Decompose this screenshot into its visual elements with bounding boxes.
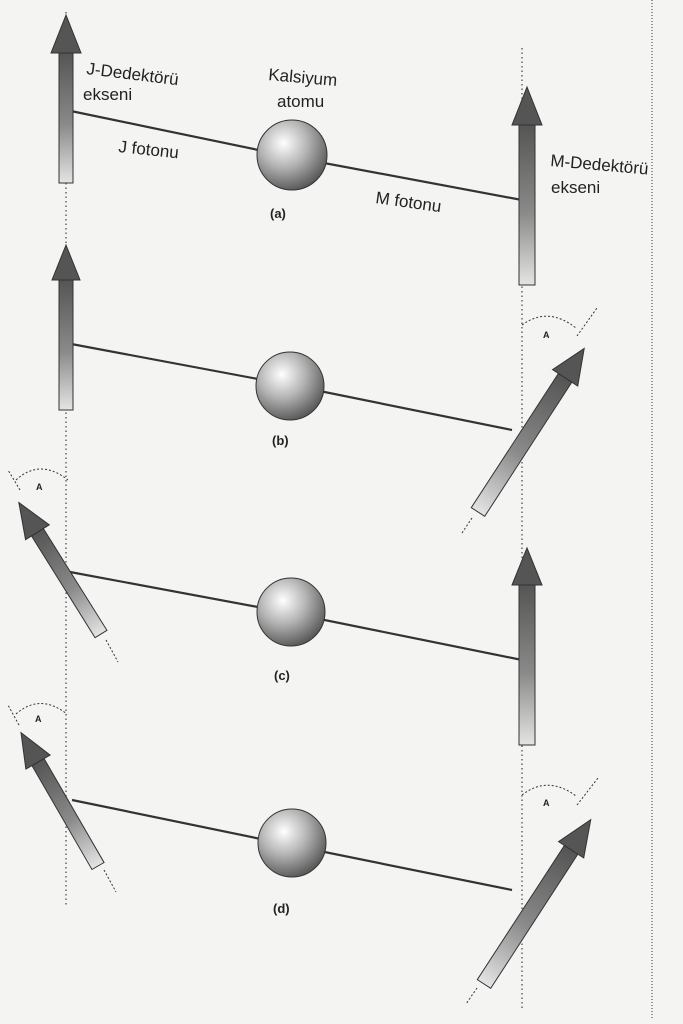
angle-arc <box>15 468 69 481</box>
rotated-axis-tick <box>576 307 598 337</box>
angle-label: A <box>36 482 43 492</box>
j-detector-label-line2: ekseni <box>83 85 132 104</box>
calcium-label-line2: atomu <box>277 92 324 111</box>
m-detector-label-line1: M-Dedektörü <box>550 151 650 178</box>
panel-d: A A (d) <box>7 703 599 1005</box>
j-detector-arrow <box>18 501 108 639</box>
m-photon-beam <box>289 843 513 892</box>
panel-caption: (d) <box>273 901 290 916</box>
m-detector-arrow <box>511 85 543 286</box>
calcium-atom <box>257 808 327 878</box>
rotated-axis-tick <box>7 469 21 491</box>
rotated-axis-tick <box>465 987 478 1005</box>
j-photon-beam <box>71 798 291 847</box>
j-detector-arrow <box>51 243 81 411</box>
angle-arc <box>521 784 577 797</box>
m-photon-label: M fotonu <box>374 188 442 216</box>
angle-arc <box>15 703 68 715</box>
j-detector-arrow <box>20 731 105 871</box>
angle-label: A <box>543 330 550 340</box>
j-photon-label: J fotonu <box>118 137 180 162</box>
calcium-atom <box>255 351 325 421</box>
panel-b: A (b) <box>51 243 598 534</box>
rotated-axis-tick <box>103 869 117 893</box>
j-detector-arrow <box>50 13 82 184</box>
calcium-label-line1: Kalsiyum <box>268 65 338 90</box>
m-photon-beam <box>289 611 523 662</box>
j-photon-beam <box>65 108 293 159</box>
m-detector-label-line2: ekseni <box>551 178 600 197</box>
rotated-axis-tick <box>576 777 599 806</box>
calcium-atom <box>256 577 326 647</box>
panel-caption: (a) <box>270 206 286 221</box>
rotated-axis-tick <box>7 704 20 726</box>
calcium-atom <box>256 119 328 191</box>
panel-a: J-Dedektörü ekseni Kalsiyum atomu J foto… <box>50 13 650 286</box>
rotated-axis-tick <box>105 639 119 663</box>
panel-caption: (c) <box>274 668 290 683</box>
m-detector-arrow <box>511 546 543 746</box>
m-photon-beam <box>291 155 523 202</box>
m-photon-beam <box>289 383 513 432</box>
rotated-axis-tick <box>461 517 473 534</box>
m-detector-arrow <box>470 347 585 518</box>
angle-arc <box>521 315 577 329</box>
angle-label: A <box>35 714 42 724</box>
j-photon-beam <box>69 570 291 615</box>
j-photon-beam <box>65 341 291 387</box>
angle-label: A <box>543 798 550 808</box>
m-detector-arrow <box>476 818 592 990</box>
panel-c: A (c) <box>7 468 543 746</box>
panel-caption: (b) <box>272 433 289 448</box>
